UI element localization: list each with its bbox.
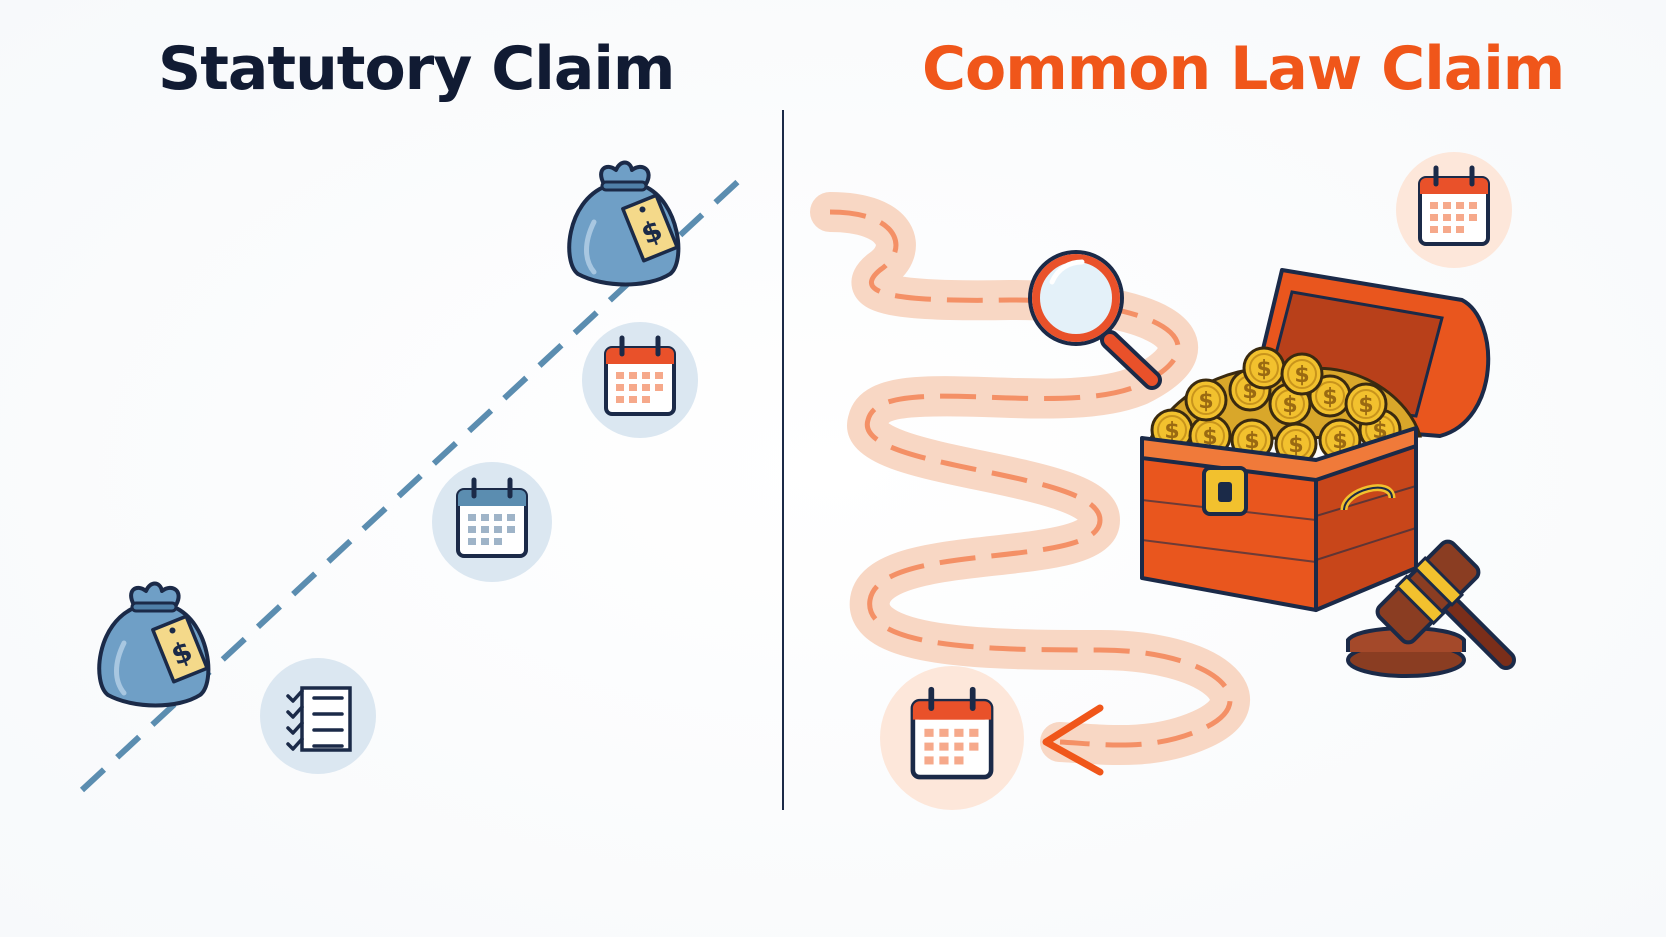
- statutory-claim-title: Statutory Claim: [158, 34, 675, 104]
- arrow-head-icon: [1042, 704, 1104, 776]
- gavel-icon: [1346, 539, 1516, 678]
- calendar-icon: [432, 462, 552, 582]
- calendar-icon: [1396, 152, 1512, 268]
- money-bag-icon: [569, 163, 678, 285]
- money-bag-icon: [99, 584, 208, 706]
- magnifying-glass-icon: [1028, 250, 1162, 390]
- checklist-icon: [260, 658, 376, 774]
- treasure-chest-icon: [1140, 268, 1491, 612]
- calendar-icon: [880, 666, 1024, 810]
- common-law-claim-title: Common Law Claim: [922, 34, 1565, 104]
- calendar-icon: [582, 322, 698, 438]
